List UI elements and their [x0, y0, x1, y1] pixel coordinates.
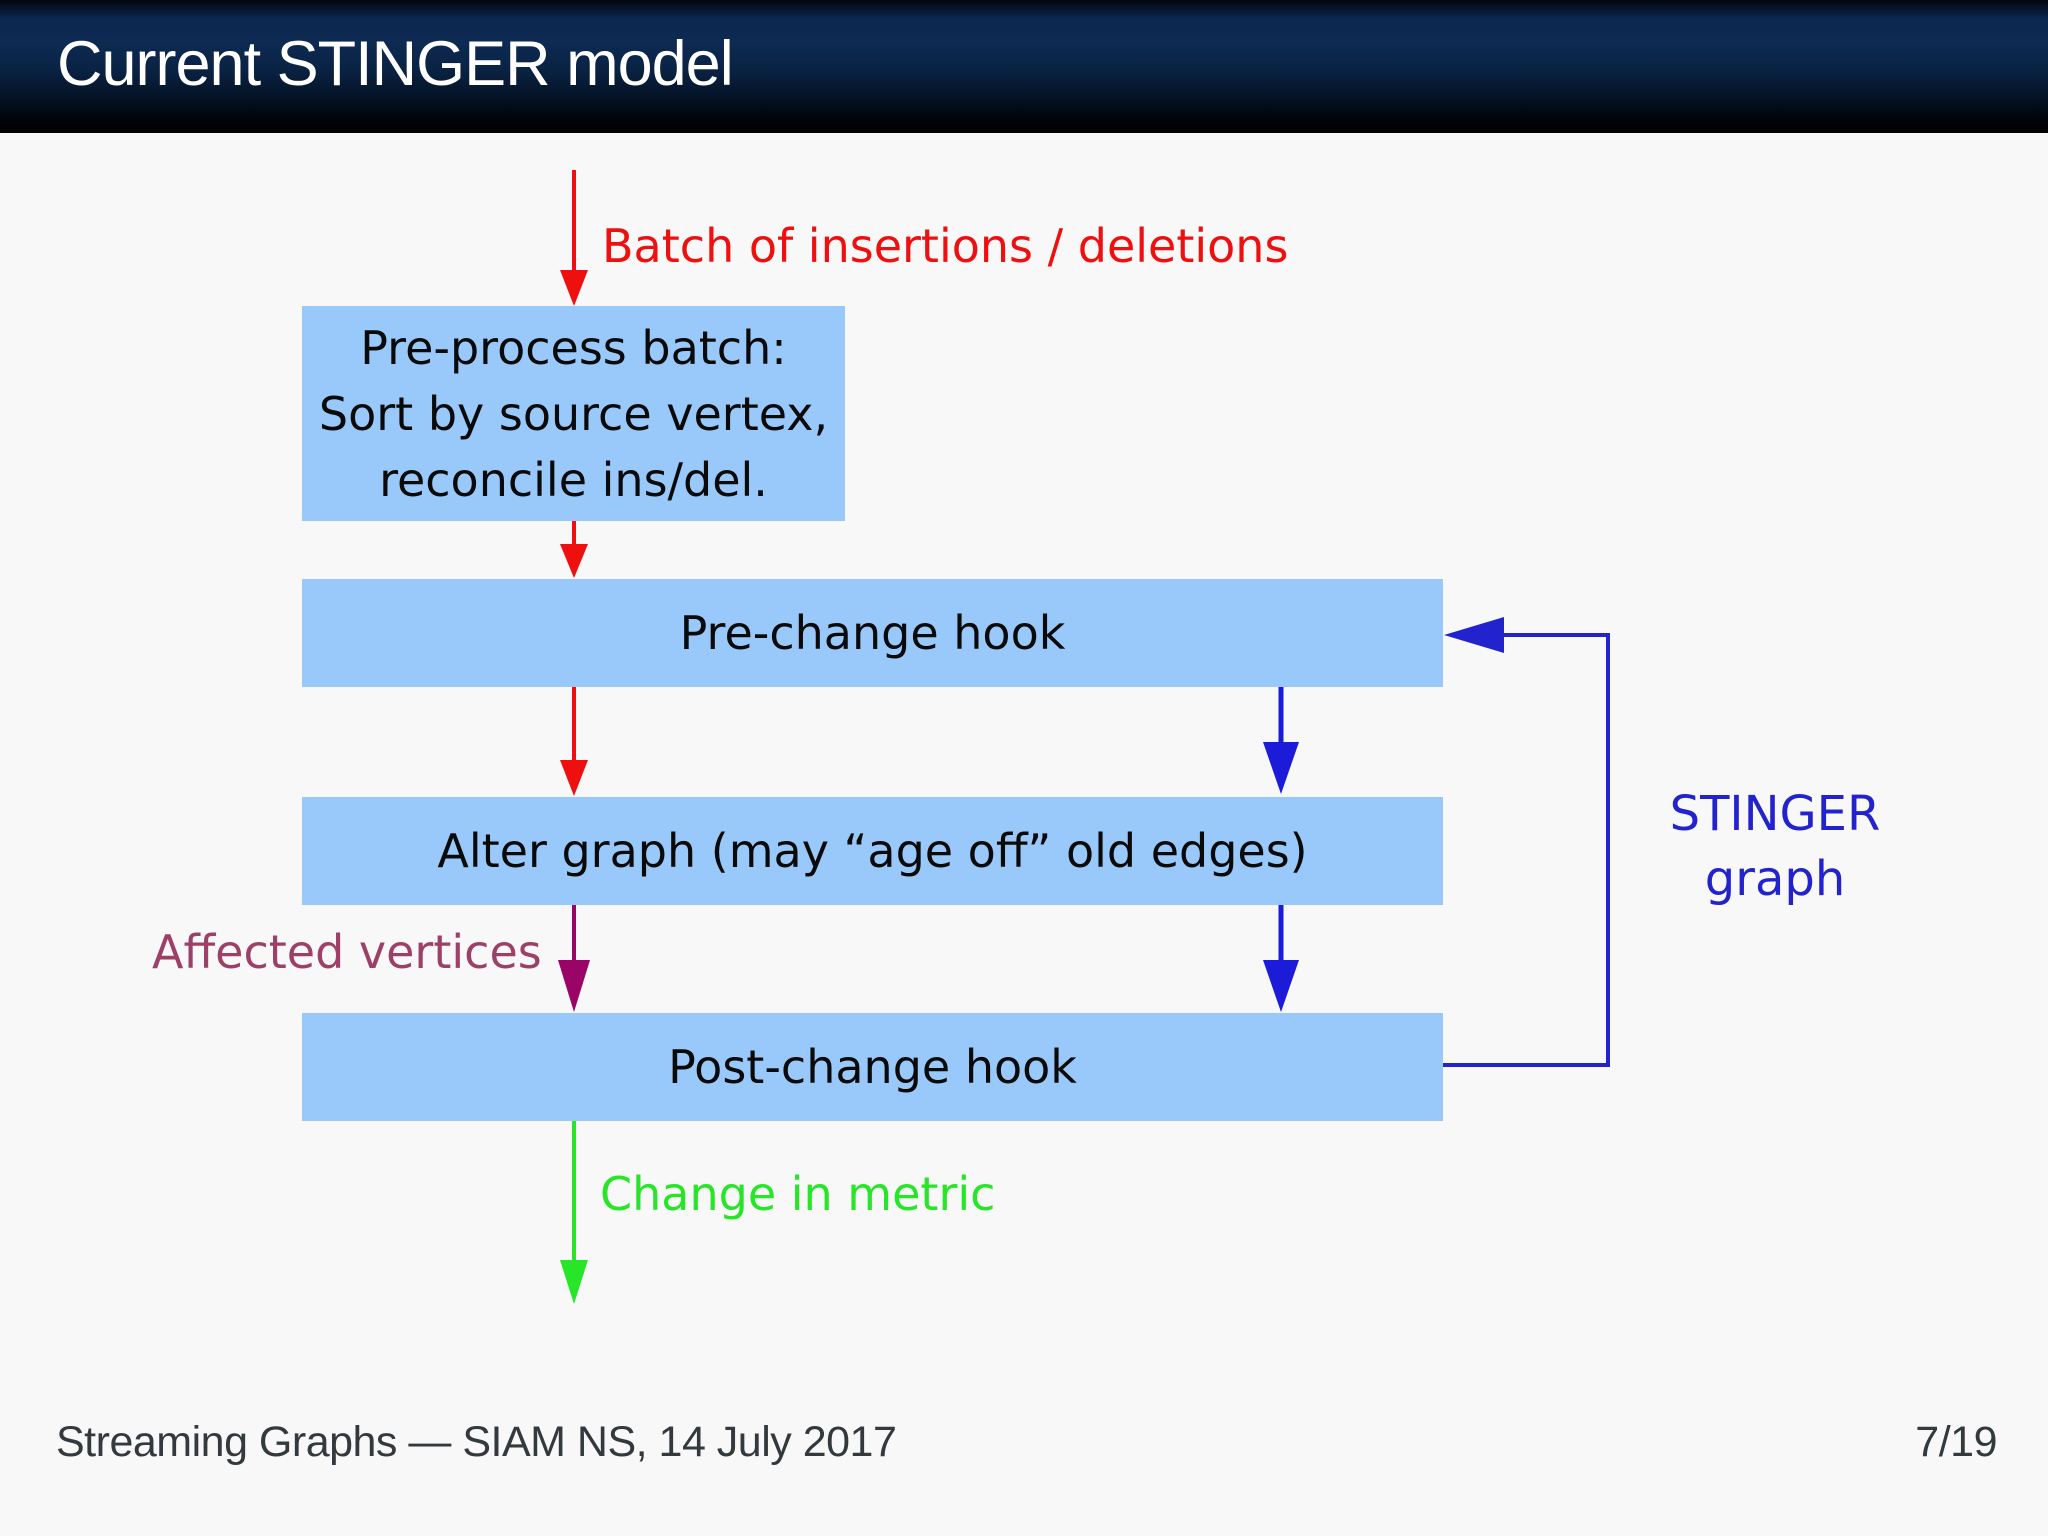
prechange-to-alter-arrow-blue — [1263, 687, 1299, 794]
preprocess-line-3: reconcile ins/del. — [379, 452, 768, 507]
page-number: 7/19 — [1915, 1418, 1997, 1466]
postchange-hook-label: Post-change hook — [668, 1040, 1077, 1094]
prechange-to-alter-arrow-red — [560, 687, 588, 796]
slide-title-bar: Current STINGER model — [0, 0, 2048, 133]
preprocess-line-2: Sort by source vertex, — [318, 386, 829, 441]
batch-input-arrow — [560, 170, 588, 306]
affected-vertices-label: Affected vertices — [152, 925, 542, 979]
stinger-graph-label: STINGER graph — [1640, 782, 1910, 912]
footer-event-text: Streaming Graphs — SIAM NS, 14 July 2017 — [56, 1418, 897, 1466]
batch-input-label: Batch of insertions / deletions — [602, 219, 1289, 273]
stinger-feedback-loop-arrow — [1443, 617, 1610, 1067]
stinger-graph-label-line1: STINGER — [1669, 786, 1881, 842]
preprocess-batch-text: Pre-process batch: Sort by source vertex… — [319, 315, 828, 513]
metric-output-arrow — [560, 1121, 588, 1304]
preprocess-line-1: Pre-process batch: — [360, 320, 787, 375]
preprocess-to-prechange-arrow — [560, 521, 588, 578]
alter-to-postchange-arrow-maroon — [558, 905, 590, 1012]
alter-to-postchange-arrow-blue — [1263, 905, 1299, 1012]
alter-graph-box: Alter graph (may “age off” old edges) — [302, 797, 1443, 905]
prechange-hook-box: Pre-change hook — [302, 579, 1443, 687]
stinger-graph-label-line2: graph — [1704, 851, 1846, 907]
page-title: Current STINGER model — [57, 29, 734, 99]
preprocess-batch-box: Pre-process batch: Sort by source vertex… — [302, 306, 845, 521]
slide-footer: Streaming Graphs — SIAM NS, 14 July 2017… — [0, 1418, 2048, 1478]
prechange-hook-label: Pre-change hook — [679, 606, 1066, 660]
alter-graph-label: Alter graph (may “age off” old edges) — [437, 824, 1308, 878]
change-in-metric-label: Change in metric — [600, 1167, 996, 1221]
postchange-hook-box: Post-change hook — [302, 1013, 1443, 1121]
